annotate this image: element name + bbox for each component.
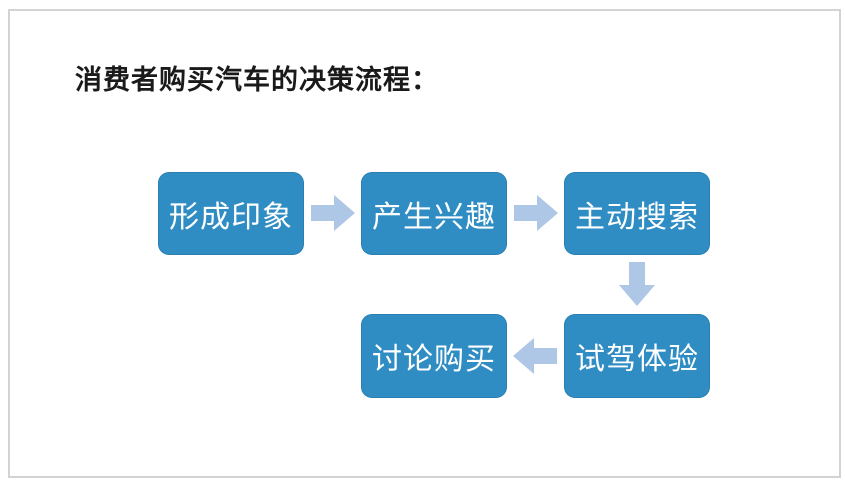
flow-step-form-impression: 形成印象 xyxy=(158,172,304,255)
right-arrow-icon xyxy=(311,195,355,231)
flow-step-generate-interest: 产生兴趣 xyxy=(361,172,507,255)
down-arrow-icon xyxy=(619,262,655,306)
flow-step-active-search: 主动搜索 xyxy=(564,172,710,255)
left-arrow-icon xyxy=(513,338,557,374)
flow-step-label: 产生兴趣 xyxy=(372,200,496,234)
right-arrow-icon xyxy=(514,195,558,231)
flow-step-label: 讨论购买 xyxy=(372,343,496,376)
flow-step-discuss-purchase: 讨论购买 xyxy=(361,314,507,398)
flow-step-label: 主动搜索 xyxy=(575,200,699,234)
flow-step-test-drive: 试驾体验 xyxy=(564,314,710,398)
flow-step-label: 试驾体验 xyxy=(575,343,699,376)
page-title: 消费者购买汽车的决策流程： xyxy=(75,65,439,95)
flow-step-label: 形成印象 xyxy=(169,200,293,234)
